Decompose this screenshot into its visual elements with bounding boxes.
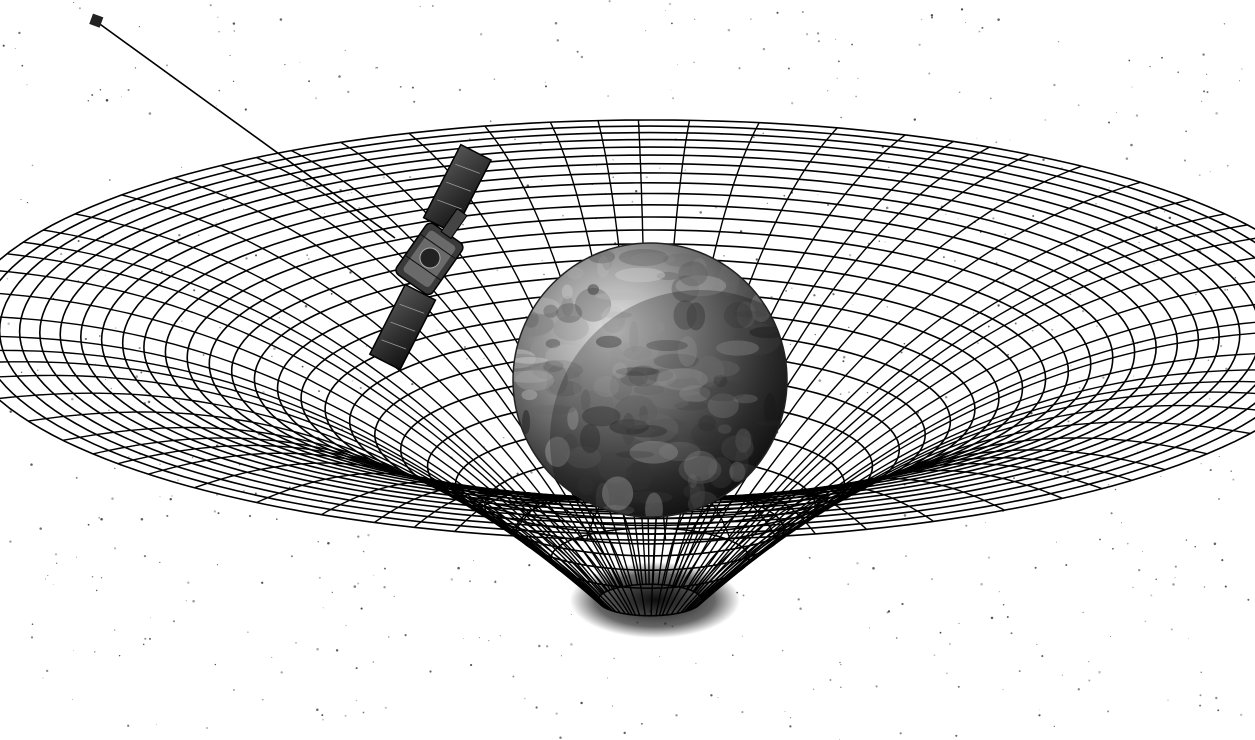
well-shadow xyxy=(570,562,740,638)
